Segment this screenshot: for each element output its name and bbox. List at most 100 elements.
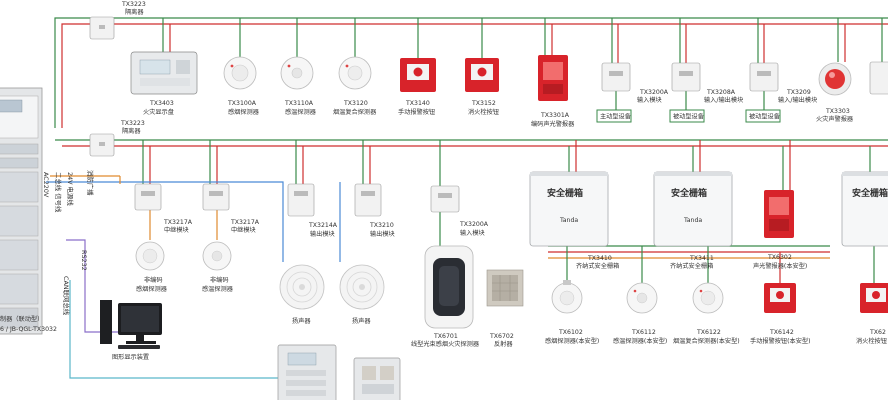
module-2-model: TX3217A bbox=[230, 219, 260, 226]
equip-box-3: 被动型设备 bbox=[745, 109, 781, 123]
top-device-11-name: 火灾声警报器 bbox=[816, 115, 854, 123]
module-1-model: TX3217A bbox=[163, 219, 193, 226]
networked-panel-2 bbox=[353, 357, 401, 400]
cable-label-broadcast: 消防广播 bbox=[86, 170, 95, 196]
graphics-label: 图形显示装置 bbox=[112, 353, 149, 361]
ex-hydrant-button bbox=[860, 283, 888, 313]
equip-box-1: 主动型设备 bbox=[596, 109, 632, 123]
top-device-1-name: 火灾显示盘 bbox=[143, 108, 174, 116]
safety-barrier-box-1: 安全栅箱 Tanda bbox=[529, 171, 609, 247]
safety-box-1-name: 齐纳式安全栅箱 bbox=[576, 262, 619, 270]
input-module bbox=[601, 62, 631, 92]
top-device-6-name: 消火栓按钮 bbox=[468, 108, 499, 116]
relay-module-2 bbox=[202, 183, 230, 211]
equip-box-2: 被动型设备 bbox=[669, 109, 705, 123]
hazard-device-1-model: TX6102 bbox=[558, 329, 583, 336]
beam-smoke-detector bbox=[424, 245, 474, 329]
explosion-proof-alarm bbox=[764, 190, 794, 238]
speaker-2 bbox=[339, 264, 385, 310]
fire-sounder bbox=[818, 62, 852, 96]
hazard-device-3-model: TX6122 bbox=[696, 329, 721, 336]
hazard-device-5-name: 消火栓按钮 bbox=[856, 337, 887, 345]
isolator-mid-name: 隔离器 bbox=[122, 127, 141, 135]
lower-device-1-line2: 感烟探测器 bbox=[136, 285, 168, 293]
non-coded-heat-detector bbox=[202, 241, 232, 271]
sound-light-alarm bbox=[538, 55, 568, 101]
top-bus-red bbox=[61, 23, 888, 128]
top-device-7-model: TX3301A bbox=[540, 112, 570, 119]
hazard-device-5-model: TX62 bbox=[869, 329, 886, 336]
broadcast-line bbox=[46, 181, 284, 262]
hazard-device-1-name: 感烟探测器(本安型) bbox=[545, 337, 599, 345]
top-device-4-name: 烟温复合探测器 bbox=[333, 108, 377, 116]
safety-box-1-model: TX3410 bbox=[587, 255, 612, 262]
equip-box-3-label: 被动型设备 bbox=[749, 113, 781, 121]
isolator-mid-model: TX3223 bbox=[120, 120, 145, 127]
cable-label-ac220v: AC220V bbox=[42, 172, 50, 198]
hazard-device-2-model: TX6112 bbox=[631, 329, 656, 336]
io-module-2 bbox=[749, 62, 779, 92]
top-bus-green bbox=[54, 17, 888, 128]
equip-box-1-label: 主动型设备 bbox=[600, 113, 632, 121]
top-device-4-model: TX3120 bbox=[343, 100, 368, 107]
output-module-2 bbox=[354, 183, 382, 217]
module-4-model: TX3210 bbox=[369, 222, 394, 229]
module-5-name: 输入模块 bbox=[460, 229, 485, 237]
isolator-top-name: 隔离器 bbox=[125, 8, 144, 16]
top-device-5-name: 手动报警按钮 bbox=[398, 108, 435, 116]
ex-combo-detector bbox=[692, 282, 724, 314]
safety-box-2-title: 安全栅箱 bbox=[671, 187, 707, 199]
smoke-heat-combo-detector bbox=[338, 56, 372, 90]
beam-name: 线型光束感烟火灾探测器 bbox=[411, 340, 480, 348]
lower-device-2-line1: 非编码 bbox=[210, 276, 229, 284]
beam-reflector bbox=[486, 269, 524, 307]
cable-label-can: CAN联网总线 bbox=[62, 276, 71, 316]
cable-label-bus: 二总线 信号线 bbox=[54, 172, 63, 213]
panel-label-line2: 6 / JB-QGL-TX3032 bbox=[0, 326, 57, 333]
heat-detector bbox=[280, 56, 314, 90]
safety-barrier-box-2: 安全栅箱 Tanda bbox=[653, 171, 733, 247]
top-device-2-model: TX3100A bbox=[227, 100, 257, 107]
lower-device-4-line1: 扬声器 bbox=[352, 317, 371, 325]
edge-device-top bbox=[869, 61, 888, 95]
lower-device-2-line2: 感温探测器 bbox=[202, 285, 234, 293]
speaker-1 bbox=[279, 264, 325, 310]
module-3-model: TX3214A bbox=[308, 222, 338, 229]
isolator-top-model: TX3223 bbox=[121, 1, 146, 8]
top-device-10-name: 输入/输出模块 bbox=[778, 96, 817, 104]
hazard-alarm-name: 声光警报器(本安型) bbox=[753, 262, 807, 270]
hazard-alarm-model: TX6302 bbox=[767, 254, 792, 261]
top-device-3-model: TX3110A bbox=[284, 100, 314, 107]
reflector-model: TX6702 bbox=[489, 333, 514, 340]
top-device-6-model: TX3152 bbox=[471, 100, 496, 107]
safety-box-3-title: 安全栅箱 bbox=[852, 187, 888, 199]
networked-panel-1 bbox=[277, 344, 337, 400]
output-module-1 bbox=[287, 183, 315, 217]
io-module-1 bbox=[671, 62, 701, 92]
ex-manual-alarm-button bbox=[764, 283, 796, 313]
graphics-workstation bbox=[100, 300, 162, 349]
can-line bbox=[69, 280, 290, 379]
top-device-3-name: 感温探测器 bbox=[285, 108, 317, 116]
top-device-5-model: TX3140 bbox=[405, 100, 430, 107]
safety-box-1-title: 安全栅箱 bbox=[547, 187, 583, 199]
safety-box-2-model: TX3411 bbox=[689, 255, 714, 262]
module-1-name: 中继模块 bbox=[164, 226, 189, 234]
safety-barrier-box-3: 安全栅箱 bbox=[841, 171, 888, 247]
top-device-11-model: TX3303 bbox=[825, 108, 850, 115]
equip-box-2-label: 被动型设备 bbox=[673, 113, 705, 121]
top-device-1-model: TX3403 bbox=[149, 100, 174, 107]
safety-box-1-brand: Tanda bbox=[559, 217, 578, 224]
cable-label-24v: 24V 电源线 bbox=[66, 172, 75, 206]
cable-label-rs232: RS232 bbox=[80, 250, 88, 271]
isolator-top: TX3223 隔离器 bbox=[89, 1, 146, 40]
ex-heat-detector bbox=[626, 282, 658, 314]
panel-label-line1: 制器（联动型） bbox=[0, 315, 43, 323]
hazard-device-2-name: 感温探测器(本安型) bbox=[613, 337, 667, 345]
module-3-name: 输出模块 bbox=[310, 230, 335, 238]
reflector-name: 反射器 bbox=[494, 340, 513, 348]
hazard-device-4-name: 手动报警按钮(本安型) bbox=[750, 337, 811, 345]
fire-display-panel bbox=[130, 51, 198, 95]
top-device-8-model: TX3200A bbox=[639, 89, 669, 96]
hazard-device-4-model: TX6142 bbox=[769, 329, 794, 336]
